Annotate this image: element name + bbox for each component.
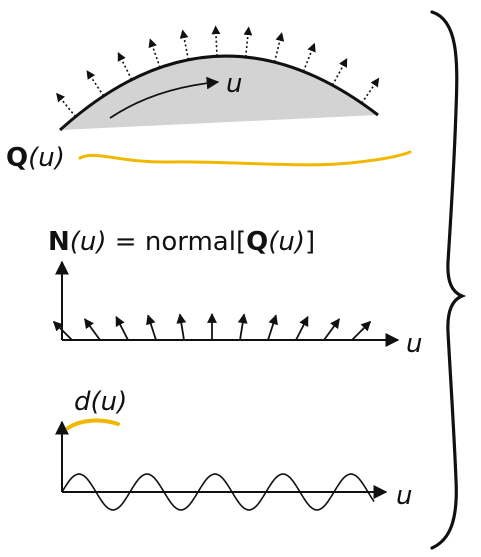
curve-highlight-stroke bbox=[78, 150, 412, 167]
curve-label: Q(u) bbox=[6, 143, 65, 173]
displacement-wave bbox=[61, 473, 375, 511]
normal-arrow-icon bbox=[331, 58, 348, 86]
normal-arrow-icon bbox=[83, 318, 101, 341]
displacement-axis-u-label: u bbox=[396, 481, 412, 511]
surface-patch bbox=[60, 56, 378, 130]
normal-arrow-icon bbox=[267, 314, 278, 341]
normal-arrow-icon bbox=[351, 320, 372, 341]
normal-arrow-icon bbox=[52, 320, 73, 341]
normal-arrow-icon bbox=[115, 315, 129, 341]
normal-arrow-icon bbox=[117, 52, 133, 80]
top-panel: u Q(u) bbox=[6, 25, 412, 173]
normal-axis-u-label: u bbox=[406, 329, 422, 359]
normal-arrow-icon bbox=[55, 92, 77, 118]
surface-normals bbox=[55, 25, 380, 118]
normal-arrow-icon bbox=[176, 313, 187, 341]
normal-arrow-icon bbox=[361, 77, 380, 104]
right-brace-icon bbox=[430, 10, 467, 550]
normal-arrow-icon bbox=[302, 42, 316, 72]
normal-title: N(u) = normal[Q(u)] bbox=[48, 227, 315, 257]
normal-arrow-icon bbox=[295, 315, 309, 341]
param-u-label: u bbox=[226, 69, 242, 99]
normal-vectors bbox=[52, 313, 372, 341]
displacement-highlight-stroke bbox=[66, 418, 120, 430]
normal-arrow-icon bbox=[179, 29, 190, 60]
normal-arrow-icon bbox=[86, 70, 105, 97]
displacement-title: d(u) bbox=[74, 387, 127, 417]
normal-arrow-icon bbox=[323, 318, 341, 341]
normal-arrow-icon bbox=[146, 314, 157, 341]
normal-arrow-icon bbox=[211, 25, 221, 57]
normal-arrow-icon bbox=[237, 313, 248, 341]
normal-arrow-icon bbox=[273, 32, 285, 63]
normal-arrow-icon bbox=[243, 26, 253, 58]
normal-panel: N(u) = normal[Q(u)] u bbox=[48, 227, 422, 359]
param-direction-arrow bbox=[109, 76, 220, 119]
surface-curve bbox=[58, 54, 379, 132]
displacement-panel: d(u) u bbox=[55, 387, 412, 511]
normal-arrow-icon bbox=[148, 38, 161, 68]
